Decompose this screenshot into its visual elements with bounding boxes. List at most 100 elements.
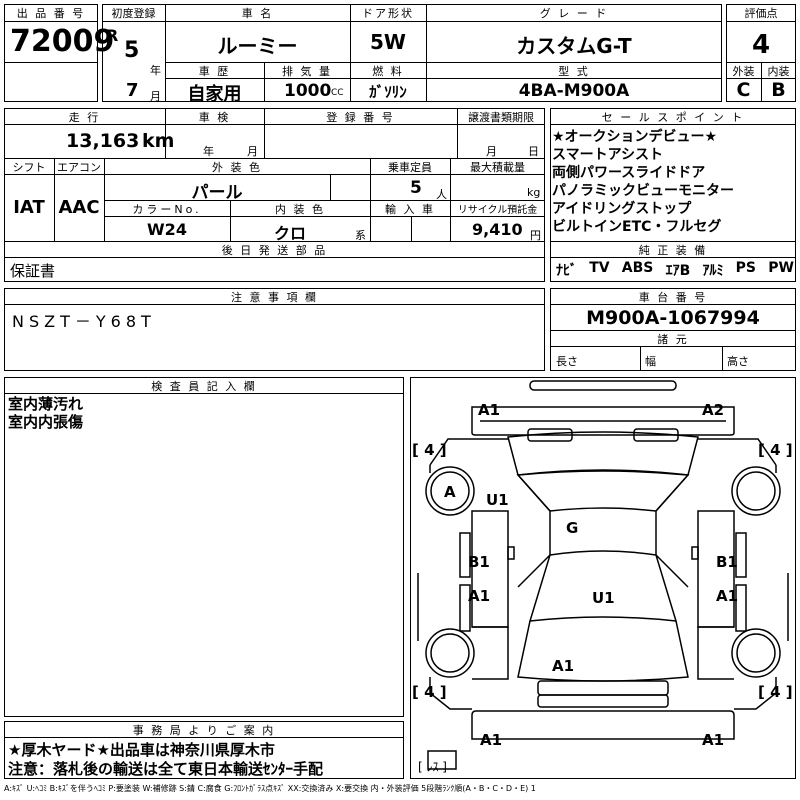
- inspector-box: [4, 377, 404, 717]
- mark-rear-door-l: A1: [468, 587, 490, 605]
- door: 5W: [370, 30, 406, 54]
- notes-text: NSZT－Y68T: [12, 312, 156, 331]
- capacity: 5: [410, 178, 422, 198]
- recycle-unit: 円: [530, 229, 541, 242]
- reg-no-label: 登 録 番 号: [326, 111, 395, 124]
- car-name-label: 車 名: [241, 7, 274, 20]
- year-unit: 年: [150, 64, 161, 77]
- displacement-label: 排 気 量: [282, 65, 332, 78]
- office-line-2: 注意：落札後の輸送は全て東日本輸送ｾﾝﾀｰ手配: [8, 760, 324, 778]
- import-label: 輸 入 車: [385, 203, 435, 216]
- office-label: 事 務 局 よ り ご 案 内: [132, 724, 276, 737]
- fuel-label: 燃 料: [372, 65, 404, 78]
- lot-box: [4, 4, 98, 102]
- chassis-box: [550, 288, 796, 371]
- sales-points-box: [550, 108, 796, 282]
- sales-point: 両側パワースライドドア: [552, 165, 706, 181]
- mileage-label: 走 行: [68, 111, 101, 124]
- capacity-label: 乗車定員: [388, 161, 432, 174]
- mark-fender-l: U1: [486, 491, 509, 509]
- displacement-unit: CC: [331, 88, 344, 98]
- history: 自家用: [187, 84, 242, 105]
- sales-points-label: セ ー ル ス ポ イ ン ト: [601, 111, 745, 124]
- reg-month: 7: [126, 80, 139, 101]
- mark-windshield: G: [566, 519, 578, 537]
- reg-year: 5: [124, 38, 140, 63]
- exterior-grade: C: [736, 79, 751, 101]
- inspector-line: 室内内張傷: [8, 413, 84, 431]
- mark-rear-bumper-r: A1: [702, 731, 724, 749]
- equipment-list: ﾅﾋﾞ TV ABS ｴｱB ｱﾙﾐ PS PW: [556, 260, 794, 280]
- sales-point: アイドリングストップ: [552, 201, 692, 217]
- transfer-month-unit: 月: [486, 145, 497, 158]
- mark-front-bumper-l: A1: [478, 401, 500, 419]
- history-label: 車 歴: [198, 65, 231, 78]
- diagram-box: [410, 377, 796, 779]
- sales-point: ビルトインETC・フルセグ: [552, 219, 722, 235]
- shift: IAT: [13, 197, 45, 218]
- recycle-label: リサイクル預託金: [457, 205, 538, 216]
- fuel: ｶﾞｿﾘﾝ: [369, 83, 407, 101]
- notes-label: 注 意 事 項 欄: [231, 291, 318, 304]
- sales-point: スマートアシスト: [552, 147, 664, 163]
- mark-front-door-r: B1: [716, 553, 738, 571]
- mark-front-door-l: B1: [468, 553, 490, 571]
- mark-rear-bumper-l: A1: [480, 731, 502, 749]
- inspection-year-unit: 年: [203, 145, 214, 158]
- chassis-label: 車 台 番 号: [638, 291, 708, 304]
- int-color-unit: 系: [355, 229, 366, 242]
- int-color-label: 内 装 色: [275, 203, 325, 216]
- spare-label: [ ﾚｽ ]: [418, 760, 447, 774]
- notes-box: [4, 288, 545, 371]
- mark-back-door: A1: [552, 657, 574, 675]
- score-label: 評価点: [744, 7, 778, 20]
- ext-color: パール: [191, 183, 243, 203]
- mileage-unit: km: [142, 130, 175, 152]
- mark-front-bumper-r: A2: [702, 401, 724, 419]
- dims-label: 諸 元: [657, 333, 689, 346]
- max-load-label: 最大積載量: [470, 161, 525, 174]
- transfer-day-unit: 日: [528, 145, 539, 158]
- sales-points-list: ★オークションデビュー★ スマートアシスト 両側パワースライドドア パノラミック…: [552, 128, 796, 236]
- score: 4: [751, 30, 771, 60]
- office-box: [4, 721, 404, 779]
- model: 4BA-M900A: [518, 81, 630, 101]
- recycle: 9,410: [472, 220, 523, 239]
- max-load-unit: kg: [527, 186, 541, 199]
- color-no: W24: [147, 220, 187, 239]
- displacement: 1000: [284, 81, 332, 101]
- header-box: [102, 4, 722, 102]
- color-no-label: カラーNo.: [132, 203, 202, 216]
- door-label: ドア形状: [362, 7, 414, 20]
- mark-roof: U1: [592, 589, 615, 607]
- mileage: 13,163: [66, 130, 140, 152]
- office-line-1: ★厚木ヤード★出品車は神奈川県厚木市: [8, 741, 275, 759]
- equipment-item: TV: [589, 260, 610, 276]
- tire-rl-label: [ 4 ]: [412, 683, 447, 701]
- grade-label: グ レ ー ド: [539, 7, 609, 20]
- inspector-notes: 室内薄汚れ 室内内張傷: [8, 395, 83, 431]
- equipment-item: PS: [735, 260, 757, 276]
- month-unit: 月: [150, 90, 161, 103]
- equipment-item: ｱﾙﾐ: [702, 263, 724, 279]
- first-reg-label: 初度登録: [111, 7, 156, 20]
- chassis-number: M900A-1067994: [586, 307, 760, 329]
- tire-fl-label: [ 4 ]: [412, 441, 447, 459]
- int-color: クロ: [273, 224, 306, 243]
- exterior-label: 外装: [732, 65, 755, 78]
- transfer-label: 譲渡書類期限: [468, 111, 534, 124]
- equipment-item: ABS: [621, 260, 654, 276]
- car-damage-diagram: [ 4 ] [ 4 ] [ 4 ] [ 4 ] [ ﾚｽ ] A1 A2 A U…: [412, 380, 793, 774]
- ac: AAC: [58, 197, 100, 218]
- capacity-unit: 人: [436, 188, 447, 201]
- equipment-item: PW: [768, 260, 794, 276]
- sales-point: パノラミックビューモニター: [552, 183, 734, 199]
- length-label: 長さ: [556, 355, 578, 368]
- equipment-item: ｴｱB: [665, 263, 691, 279]
- mark-rear-door-r: A1: [716, 587, 738, 605]
- later-items-label: 後 日 発 送 部 品: [221, 244, 328, 257]
- mark-front-wheel-l: A: [444, 483, 456, 501]
- equipment-label: 純 正 装 備: [638, 244, 708, 257]
- grade: カスタムG-T: [516, 34, 632, 58]
- inspector-label: 検 査 員 記 入 欄: [151, 380, 257, 393]
